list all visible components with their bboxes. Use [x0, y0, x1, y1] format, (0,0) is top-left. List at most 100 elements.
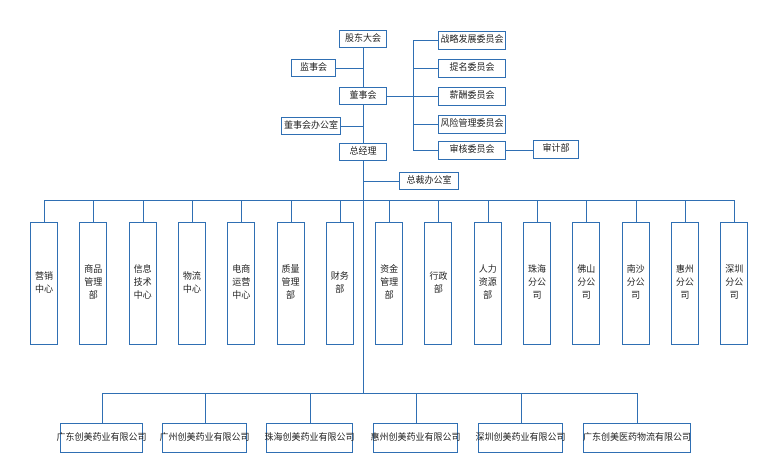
department-label: 物流中心: [182, 271, 201, 295]
connector-line: [93, 200, 94, 223]
subsidiary-label: 广州创美药业有限公司: [159, 432, 250, 443]
connector-line: [413, 150, 439, 151]
department-label: 商品管理部: [84, 265, 103, 301]
connector-line: [102, 393, 103, 424]
president-office-box: 总裁办公室: [399, 172, 459, 190]
connector-line: [291, 200, 292, 223]
connector-line: [413, 96, 439, 97]
department-box: 佛山分公司: [572, 222, 601, 345]
connector-line: [363, 48, 364, 394]
department-box: 财务部: [325, 222, 354, 345]
department-box: 行政部: [424, 222, 453, 345]
connector-line: [143, 200, 144, 223]
department-box: 人力资源部: [473, 222, 502, 345]
connector-line: [413, 68, 439, 69]
subsidiary-box: 广东创美药业有限公司: [57, 423, 147, 453]
subsidiary-box: 广州创美药业有限公司: [159, 423, 250, 453]
connector-line: [341, 126, 364, 127]
department-box: 商品管理部: [79, 222, 108, 345]
connector-line: [506, 150, 534, 151]
connector-line: [734, 200, 735, 223]
board-office-box: 董事会办公室: [281, 117, 341, 135]
connector-line: [363, 181, 400, 182]
department-label: 深圳分公司: [725, 265, 744, 301]
general-manager-box: 总经理: [339, 143, 387, 161]
department-label: 惠州分公司: [675, 265, 694, 301]
department-label: 营销中心: [35, 271, 54, 295]
president-office-label: 总裁办公室: [406, 175, 452, 186]
subsidiary-label: 广东创美药业有限公司: [56, 432, 147, 443]
connector-line: [413, 40, 439, 41]
connector-line: [488, 200, 489, 223]
subsidiary-label: 深圳创美药业有限公司: [475, 432, 566, 443]
department-box: 惠州分公司: [670, 222, 699, 345]
department-box: 信息技术中心: [128, 222, 157, 345]
supervisors-label: 监事会: [299, 62, 327, 73]
department-label: 财务部: [330, 271, 349, 295]
committee-label: 提名委员会: [449, 63, 495, 74]
board-box: 董事会: [339, 87, 387, 105]
department-label: 电商运营中心: [232, 265, 251, 301]
connector-line: [685, 200, 686, 223]
committee-label: 风险管理委员会: [440, 119, 504, 130]
supervisors-box: 监事会: [291, 59, 336, 77]
connector-line: [636, 200, 637, 223]
department-box: 深圳分公司: [720, 222, 749, 345]
subsidiary-box: 广东创美医药物流有限公司: [583, 423, 691, 453]
department-label: 信息技术中心: [133, 265, 152, 301]
subsidiary-box: 珠海创美药业有限公司: [264, 423, 355, 453]
connector-line: [637, 393, 638, 424]
department-label: 质量管理部: [281, 265, 300, 301]
connector-line: [336, 68, 364, 69]
general-manager-label: 总经理: [349, 146, 377, 157]
committee-risk-box: 风险管理委员会: [438, 115, 506, 134]
department-box: 物流中心: [177, 222, 206, 345]
connector-line: [413, 40, 414, 151]
board-label: 董事会: [349, 90, 377, 101]
connector-line: [102, 393, 638, 394]
department-label: 行政部: [429, 271, 448, 295]
department-label: 人力资源部: [478, 265, 497, 301]
connector-line: [586, 200, 587, 223]
subsidiary-label: 广东创美医药物流有限公司: [583, 432, 692, 443]
board-office-label: 董事会办公室: [283, 120, 338, 131]
department-box: 营销中心: [30, 222, 58, 345]
subsidiary-label: 惠州创美药业有限公司: [370, 432, 461, 443]
department-label: 佛山分公司: [577, 265, 596, 301]
connector-line: [241, 200, 242, 223]
committee-remuneration-box: 薪酬委员会: [438, 87, 506, 106]
department-box: 南沙分公司: [621, 222, 650, 345]
connector-line: [413, 124, 439, 125]
connector-line: [537, 200, 538, 223]
department-label: 资金管理部: [380, 265, 399, 301]
shareholders-box: 股东大会: [339, 30, 387, 48]
committee-audit-box: 审核委员会: [438, 141, 506, 160]
connector-line: [192, 200, 193, 223]
subsidiary-box: 惠州创美药业有限公司: [370, 423, 461, 453]
audit-dept-box: 审计部: [533, 140, 579, 159]
committee-label: 审核委员会: [449, 145, 495, 156]
connector-line: [340, 200, 341, 223]
department-box: 资金管理部: [375, 222, 404, 345]
department-label: 珠海分公司: [528, 265, 547, 301]
department-box: 珠海分公司: [523, 222, 551, 345]
connector-line: [205, 393, 206, 424]
connector-line: [387, 96, 414, 97]
department-box: 质量管理部: [276, 222, 305, 345]
connector-line: [416, 393, 417, 424]
connector-line: [310, 393, 311, 424]
committee-nomination-box: 提名委员会: [438, 59, 506, 78]
connector-line: [438, 200, 439, 223]
subsidiary-label: 珠海创美药业有限公司: [264, 432, 355, 443]
connector-line: [521, 393, 522, 424]
connector-line: [389, 200, 390, 223]
audit-dept-label: 审计部: [542, 144, 570, 155]
committee-label: 薪酬委员会: [449, 91, 495, 102]
department-box: 电商运营中心: [227, 222, 256, 345]
shareholders-label: 股东大会: [344, 33, 381, 44]
department-label: 南沙分公司: [626, 265, 645, 301]
connector-line: [44, 200, 45, 223]
committee-label: 战略发展委员会: [440, 35, 504, 46]
subsidiary-box: 深圳创美药业有限公司: [475, 423, 566, 453]
